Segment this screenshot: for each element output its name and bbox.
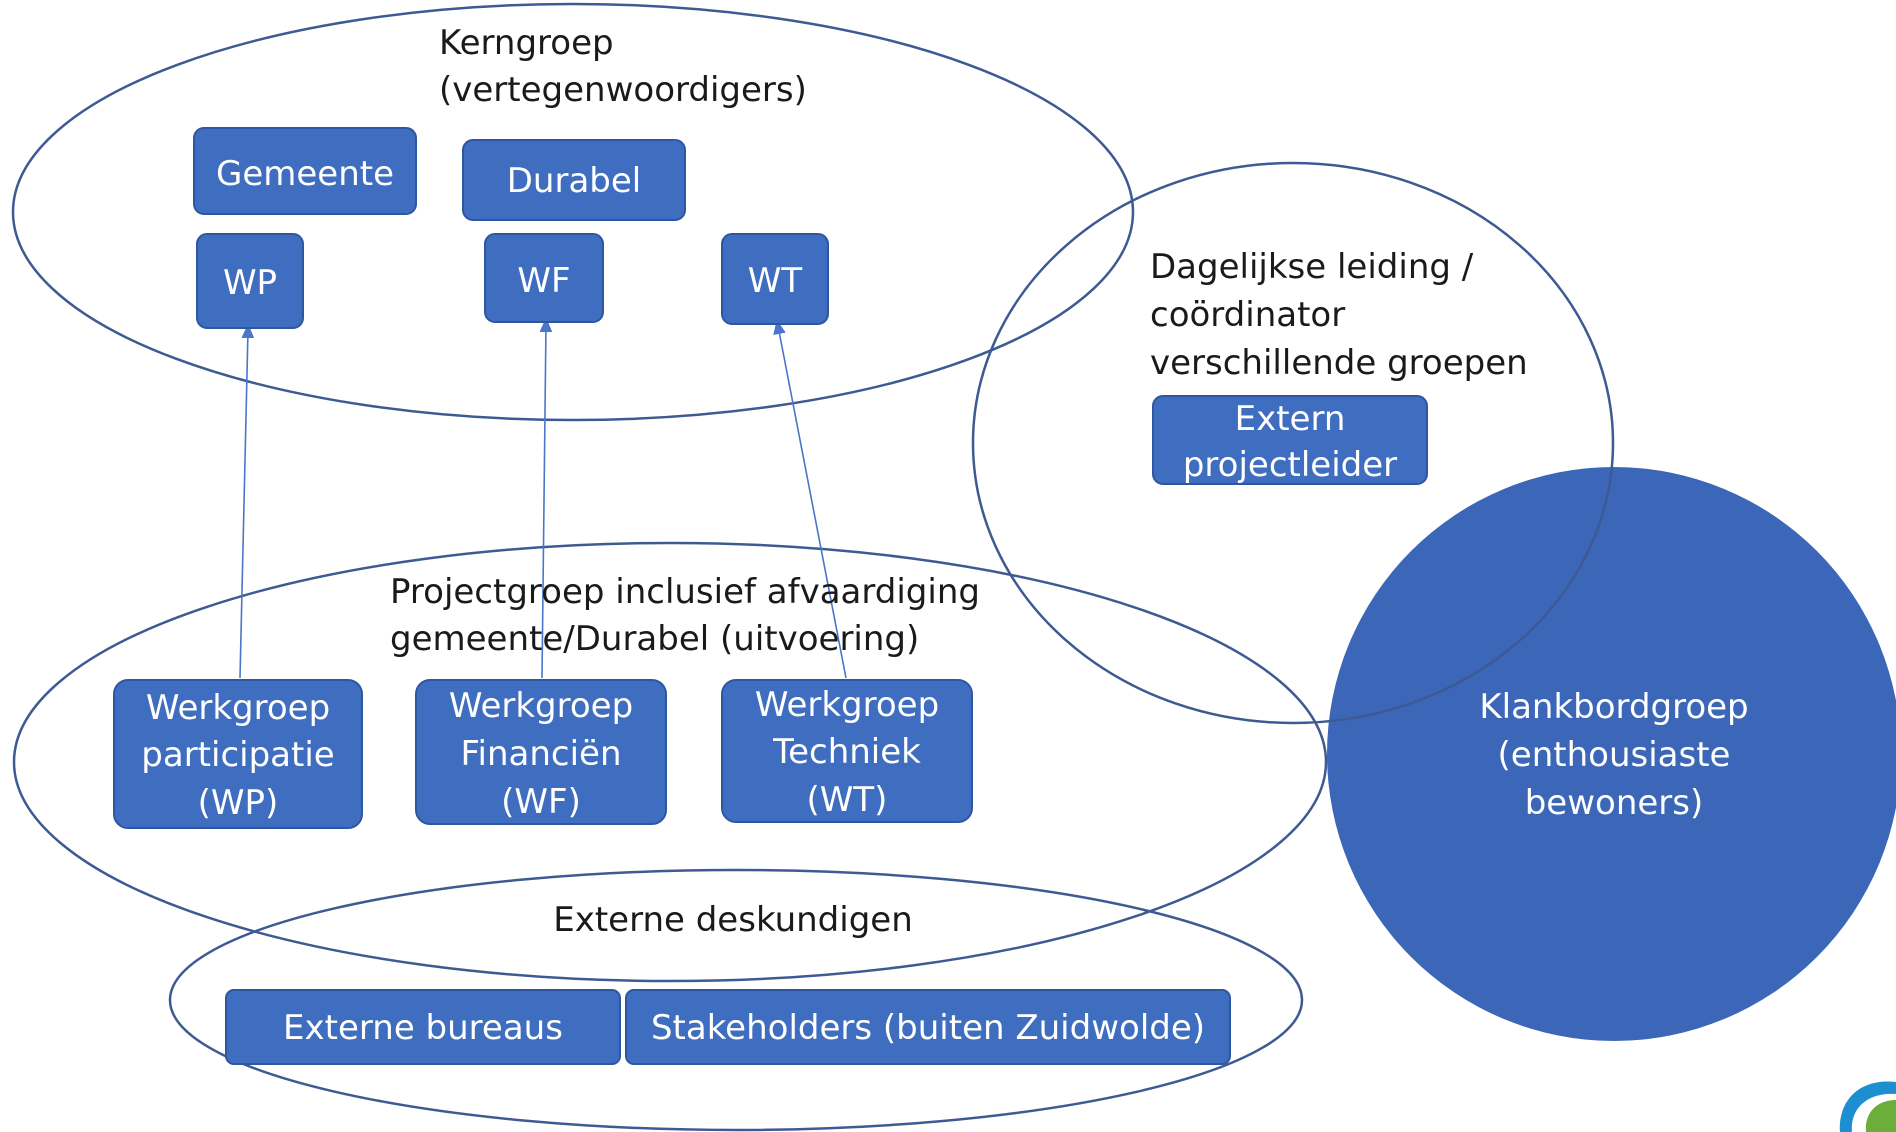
werkgroep-techniek-box <box>721 679 973 823</box>
externe-bureaus-label: Externe bureaus <box>283 1008 563 1048</box>
werkgroep-participatie-label-3: (WP) <box>198 783 279 823</box>
klankbordgroep-circle <box>1327 467 1896 1041</box>
extern-projectleider-label-1: Extern <box>1235 399 1346 439</box>
klankbordgroep-label-3: bewoners) <box>1525 783 1704 823</box>
arrow-wp <box>239 323 255 679</box>
durabel-box <box>462 139 686 221</box>
klankbordgroep-label-1: Klankbordgroep <box>1479 687 1748 727</box>
dagelijkse-leiding-title-2: coördinator <box>1150 295 1345 335</box>
externe-deskundigen-title: Externe deskundigen <box>553 900 913 940</box>
werkgroep-techniek-label-1: Werkgroep <box>755 685 939 725</box>
dagelijkse-leiding-ellipse <box>971 161 1615 725</box>
werkgroep-techniek-label-3: (WT) <box>807 780 888 820</box>
dagelijkse-leiding-title-3: verschillende groepen <box>1150 343 1528 383</box>
werkgroep-financien-label-3: (WF) <box>501 782 581 822</box>
extern-projectleider-label-2: projectleider <box>1183 445 1397 485</box>
extern-projectleider-box <box>1152 395 1428 485</box>
wp-box <box>196 233 304 329</box>
kerngroep-ellipse <box>11 2 1135 422</box>
dagelijkse-leiding-title-1: Dagelijkse leiding / <box>1150 247 1474 287</box>
externe-bureaus-box <box>225 989 621 1065</box>
kerngroep-subtitle: (vertegenwoordigers) <box>439 70 807 110</box>
gemeente-label: Gemeente <box>216 154 394 194</box>
arrow-wf <box>539 317 553 679</box>
kerngroep-title: Kerngroep <box>439 23 614 63</box>
wt-box <box>721 233 829 325</box>
werkgroep-financien-box <box>415 679 667 825</box>
wt-label: WT <box>748 261 803 301</box>
wf-label: WF <box>517 261 570 301</box>
wf-box <box>484 233 604 323</box>
klankbordgroep-label-2: (enthousiaste <box>1498 735 1731 775</box>
werkgroep-participatie-box <box>113 679 363 829</box>
werkgroep-participatie-label-2: participatie <box>141 735 334 775</box>
stakeholders-label: Stakeholders (buiten Zuidwolde) <box>651 1008 1205 1048</box>
werkgroep-techniek-label-2: Techniek <box>772 732 921 772</box>
projectgroep-title-2: gemeente/Durabel (uitvoering) <box>390 619 919 659</box>
werkgroep-financien-label-2: Financiën <box>460 734 621 774</box>
werkgroep-participatie-label-1: Werkgroep <box>146 688 330 728</box>
externe-deskundigen-ellipse <box>168 868 1304 1132</box>
projectgroep-title-1: Projectgroep inclusief afvaardiging <box>390 572 980 612</box>
projectgroep-ellipse <box>12 541 1328 983</box>
gemeente-box <box>193 127 417 215</box>
arrow-wt <box>773 319 847 679</box>
stakeholders-box <box>625 989 1231 1065</box>
corner-logo-icon <box>1839 1081 1896 1132</box>
wp-label: WP <box>223 263 277 303</box>
durabel-label: Durabel <box>507 161 642 201</box>
werkgroep-financien-label-1: Werkgroep <box>449 686 633 726</box>
